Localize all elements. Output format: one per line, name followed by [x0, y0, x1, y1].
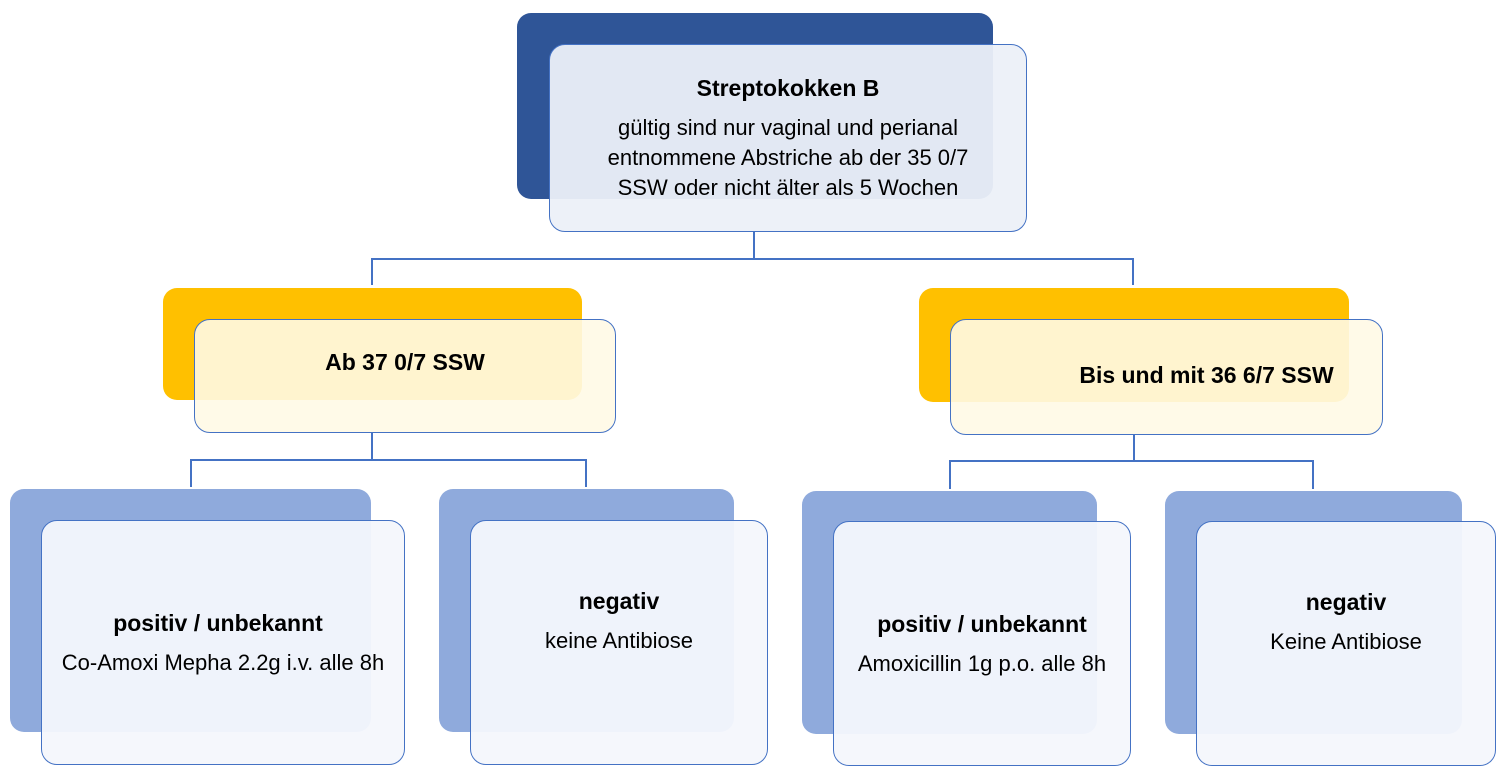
leaf-right-positive-title: positiv / unbekannt	[877, 610, 1087, 637]
leaf-right-negative: negativ Keine Antibiose	[1196, 521, 1496, 766]
connector-root-left	[371, 258, 1134, 285]
root-node: Streptokokken B gültig sind nur vaginal …	[549, 44, 1027, 232]
leaf-left-negative: negativ keine Antibiose	[470, 520, 768, 765]
connector-right-leaves	[949, 460, 1314, 489]
leaf-right-negative-title: negativ	[1305, 588, 1387, 615]
branch-left-label: Ab 37 0/7 SSW	[325, 349, 485, 375]
connector-left-leaves	[190, 459, 587, 487]
leaf-right-negative-text: Keine Antibiose	[1270, 628, 1422, 654]
leaf-left-positive-text: Co-Amoxi Mepha 2.2g i.v. alle 8h	[61, 649, 385, 675]
leaf-left-positive: positiv / unbekannt Co-Amoxi Mepha 2.2g …	[41, 520, 405, 765]
root-text: gültig sind nur vaginal und perianal ent…	[607, 115, 969, 200]
root-title: Streptokokken B	[696, 75, 880, 101]
branch-left-node: Ab 37 0/7 SSW	[194, 319, 616, 433]
leaf-right-positive-text: Amoxicillin 1g p.o. alle 8h	[857, 650, 1107, 676]
branch-right-node: Bis und mit 36 6/7 SSW	[950, 319, 1383, 435]
leaf-right-positive: positiv / unbekannt Amoxicillin 1g p.o. …	[833, 521, 1131, 766]
leaf-left-negative-text: keine Antibiose	[545, 627, 693, 653]
branch-right-label: Bis und mit 36 6/7 SSW	[1079, 362, 1334, 388]
leaf-left-positive-title: positiv / unbekannt	[113, 609, 323, 636]
leaf-left-negative-title: negativ	[578, 587, 660, 614]
